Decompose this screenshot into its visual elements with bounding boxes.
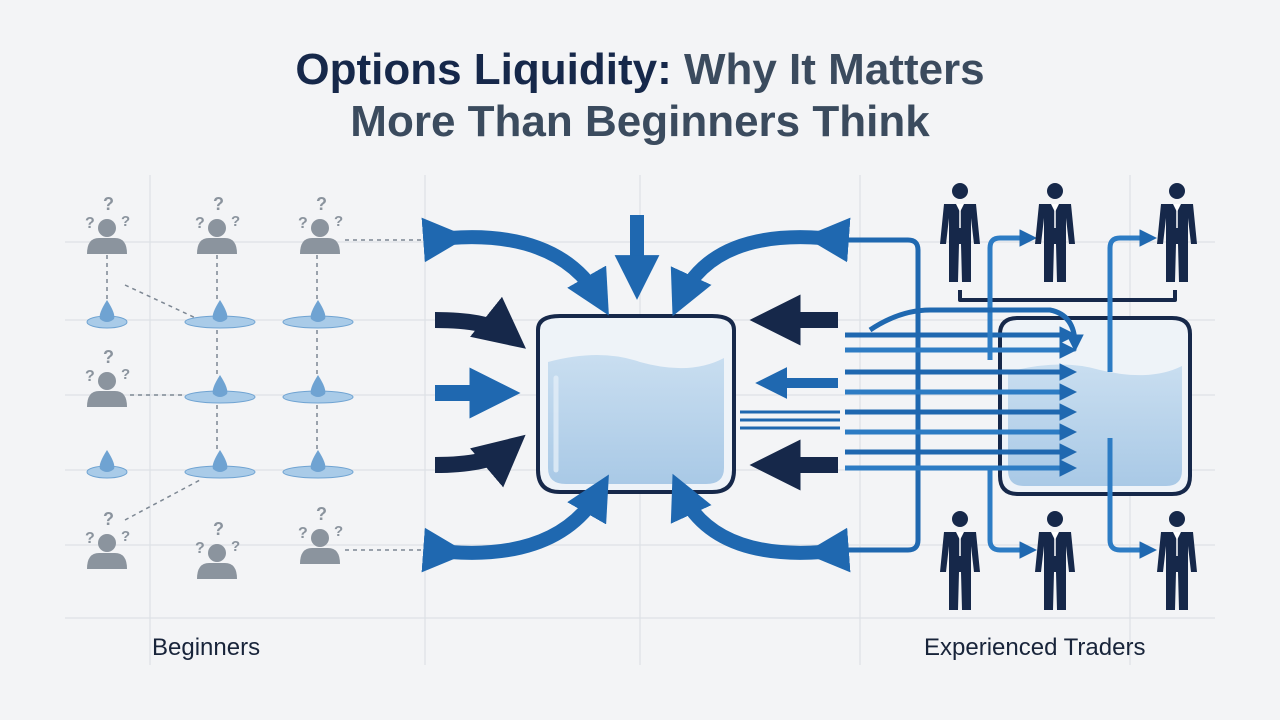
svg-text:?: ? <box>103 347 114 367</box>
center-flow-arrows <box>421 215 851 573</box>
flow-line <box>840 237 921 553</box>
person-question-icon: ??? <box>195 194 240 254</box>
water-drop-icon <box>86 450 128 479</box>
flow-line <box>958 290 1177 302</box>
svg-text:?: ? <box>121 213 130 230</box>
water-drop-icon <box>282 375 354 404</box>
businessman-icon <box>940 183 980 282</box>
svg-text:?: ? <box>121 366 130 383</box>
businessman-icon <box>1157 183 1197 282</box>
flow-line <box>987 470 1037 559</box>
person-question-icon: ??? <box>298 194 343 254</box>
title-highlight: Options Liquidity: <box>295 45 672 94</box>
businessman-icon <box>1157 511 1197 610</box>
person-question-icon: ??? <box>85 509 130 569</box>
svg-text:?: ? <box>231 213 240 230</box>
svg-text:?: ? <box>195 540 205 557</box>
water-drop-icon <box>86 300 128 329</box>
svg-text:?: ? <box>213 519 224 539</box>
svg-text:?: ? <box>103 194 114 214</box>
svg-text:?: ? <box>298 215 308 232</box>
person-question-icon: ??? <box>298 504 343 564</box>
businessman-icon <box>1035 511 1075 610</box>
liquidity-pool-icon <box>536 314 736 494</box>
svg-text:?: ? <box>316 504 327 524</box>
businessman-icon <box>1035 183 1075 282</box>
flow-arrow <box>421 474 609 573</box>
flow-arrow <box>434 296 527 349</box>
flow-line <box>987 229 1037 360</box>
water-drop-icon <box>184 300 256 329</box>
flow-arrow <box>670 217 851 317</box>
beginners-group: ????????????????????? <box>85 194 430 579</box>
traders-label: Experienced Traders <box>924 634 1146 661</box>
svg-text:?: ? <box>85 530 95 547</box>
svg-text:?: ? <box>85 215 95 232</box>
flow-line <box>1107 229 1157 372</box>
water-drop-icon <box>282 300 354 329</box>
water-drop-icon <box>282 450 354 479</box>
flow-arrow <box>434 434 526 488</box>
svg-text:?: ? <box>213 194 224 214</box>
title-line1-rest: Why It Matters <box>671 45 985 94</box>
flow-line <box>1107 438 1157 559</box>
svg-text:?: ? <box>103 509 114 529</box>
page-title: Options Liquidity: Why It Matters More T… <box>0 44 1280 148</box>
svg-text:?: ? <box>316 194 327 214</box>
title-line2: More Than Beginners Think <box>350 97 930 146</box>
svg-text:?: ? <box>334 213 343 230</box>
flow-line <box>868 307 1084 352</box>
flow-arrow <box>421 217 609 316</box>
svg-text:?: ? <box>334 523 343 540</box>
person-question-icon: ??? <box>195 519 240 579</box>
svg-text:?: ? <box>231 538 240 555</box>
water-drop-icon <box>184 450 256 479</box>
svg-text:?: ? <box>298 525 308 542</box>
person-question-icon: ??? <box>85 347 130 407</box>
trader-flow-network <box>740 229 1177 559</box>
svg-text:?: ? <box>85 368 95 385</box>
businessman-icon <box>940 511 980 610</box>
beginners-label: Beginners <box>152 634 261 661</box>
svg-text:?: ? <box>121 528 130 545</box>
flow-arrow <box>670 473 851 573</box>
svg-text:?: ? <box>195 215 205 232</box>
person-question-icon: ??? <box>85 194 130 254</box>
traders-group <box>940 183 1197 610</box>
water-drop-icon <box>184 375 256 404</box>
